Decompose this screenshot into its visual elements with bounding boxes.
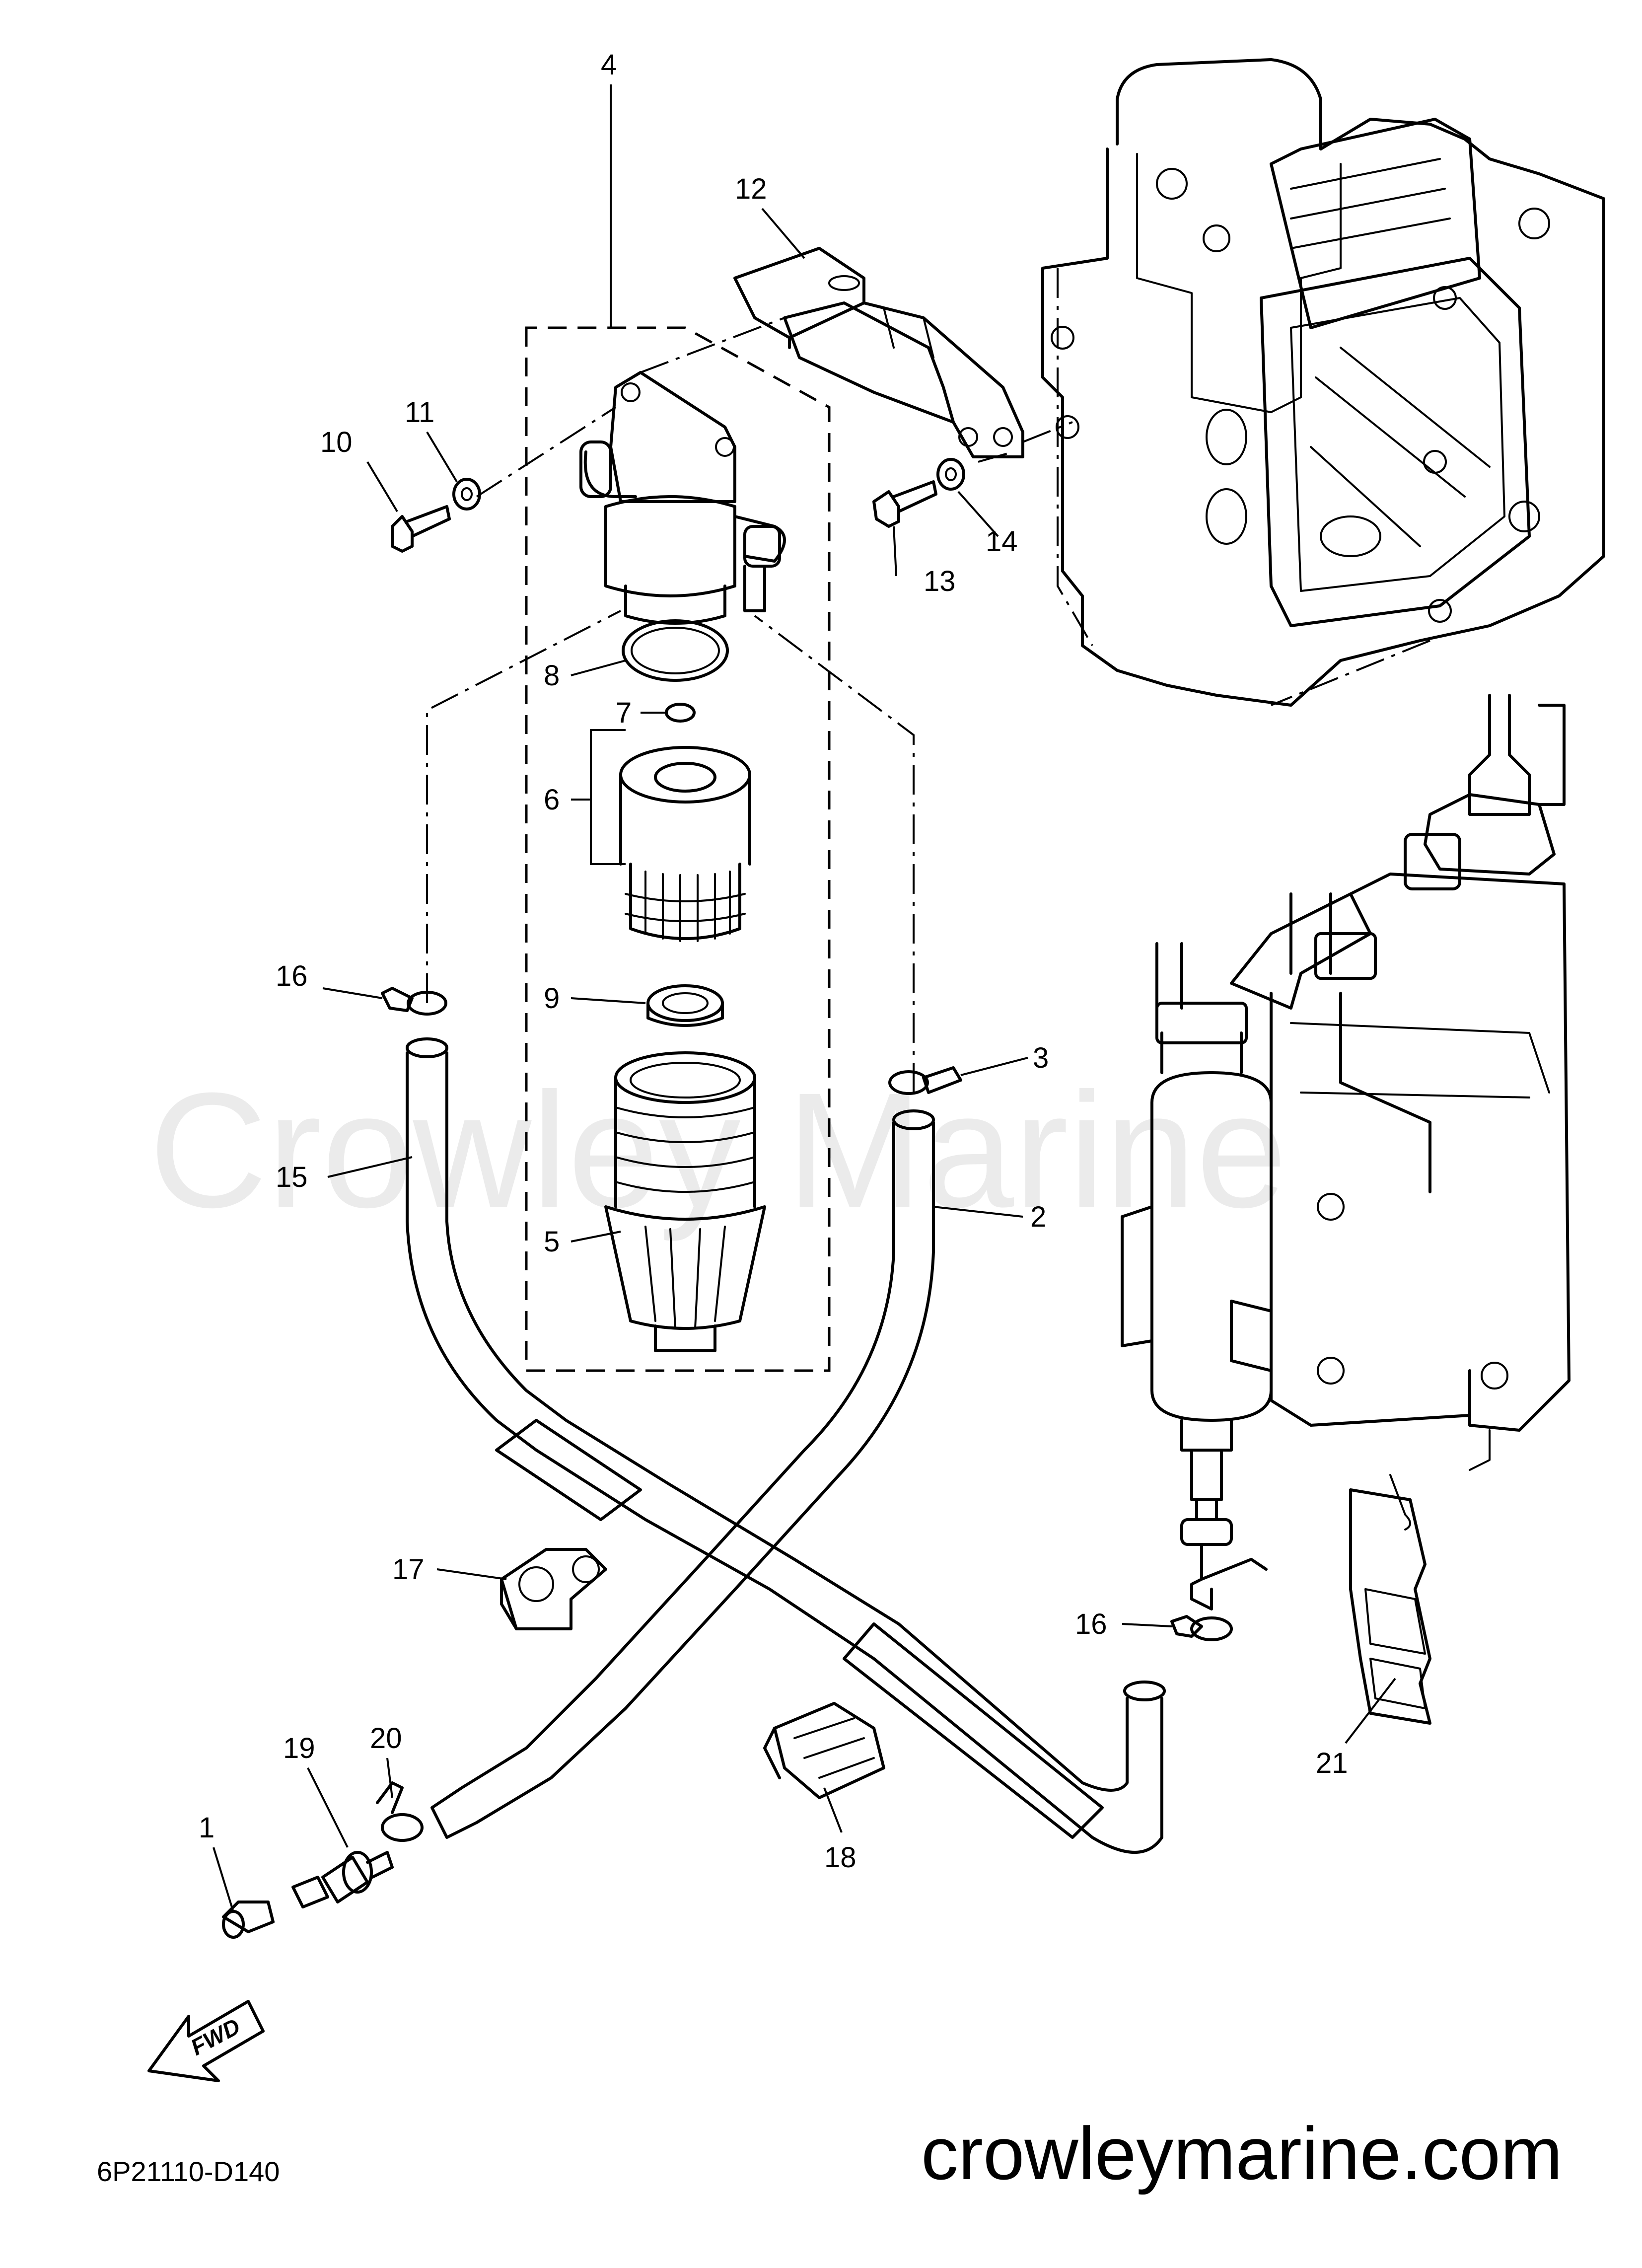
part-15-hose bbox=[406, 1037, 1166, 1854]
connection-line-bracket bbox=[640, 317, 785, 373]
drawing-code: 6P21110-D140 bbox=[97, 2156, 280, 2187]
part-3-clip bbox=[888, 1066, 962, 1095]
watermark-text: Crowley Marine bbox=[149, 1058, 1287, 1243]
callout-14: 14 bbox=[986, 525, 1018, 558]
part-16-clip-upper bbox=[381, 987, 447, 1016]
callout-15: 15 bbox=[276, 1161, 308, 1193]
connection-line-left bbox=[426, 610, 621, 1003]
callout-19: 19 bbox=[283, 1732, 315, 1764]
part-4-filter-head bbox=[579, 371, 786, 625]
callout-5: 5 bbox=[544, 1226, 560, 1258]
part-16-clip-lower bbox=[1170, 1615, 1233, 1641]
callout-16-lower: 16 bbox=[1075, 1608, 1107, 1640]
connection-line-bolt-10 bbox=[476, 406, 617, 498]
part-4-assembly-outline bbox=[525, 326, 831, 1372]
callout-10: 10 bbox=[320, 426, 353, 458]
callout-20: 20 bbox=[370, 1722, 402, 1755]
callout-18: 18 bbox=[824, 1841, 857, 1874]
part-7-small-o-ring bbox=[665, 703, 696, 723]
callout-13: 13 bbox=[924, 565, 956, 597]
callout-7: 7 bbox=[616, 697, 632, 729]
part-8-o-ring bbox=[622, 619, 729, 682]
part-11-washer bbox=[452, 478, 481, 511]
part-10-bolt bbox=[391, 505, 451, 553]
part-5-filter-cup bbox=[604, 1051, 766, 1352]
fwd-arrow-icon: FWD bbox=[147, 2000, 265, 2082]
callout-17: 17 bbox=[392, 1553, 425, 1586]
callout-21: 21 bbox=[1316, 1747, 1348, 1779]
part-2-hose bbox=[430, 1109, 935, 1839]
part-21-label-tag bbox=[1349, 1474, 1431, 1725]
engine-block-upper bbox=[1041, 58, 1605, 707]
callout-4: 4 bbox=[601, 49, 617, 81]
part-6-filter-element bbox=[619, 746, 751, 942]
part-19-joint bbox=[291, 1851, 394, 1908]
website-url: crowleymarine.com bbox=[921, 2112, 1563, 2195]
part-1-plug bbox=[222, 1901, 275, 1939]
part-9-seal-ring bbox=[646, 984, 724, 1022]
part-18-hose-clamp bbox=[763, 1702, 885, 1799]
callout-12: 12 bbox=[735, 173, 767, 205]
callout-3: 3 bbox=[1033, 1042, 1049, 1074]
part-13-bolt bbox=[872, 480, 937, 528]
callout-11: 11 bbox=[405, 396, 434, 429]
fuel-pump-assembly bbox=[1121, 694, 1571, 1610]
callout-6: 6 bbox=[544, 784, 560, 816]
part-14-washer bbox=[936, 458, 965, 491]
callout-16-upper: 16 bbox=[276, 960, 308, 992]
part-17-hose-clamp bbox=[500, 1548, 607, 1630]
callout-8: 8 bbox=[544, 659, 560, 692]
part-20-clip bbox=[376, 1781, 424, 1842]
callout-1: 1 bbox=[199, 1812, 214, 1844]
connection-line-engine bbox=[1022, 421, 1073, 443]
connection-line-bolt-13 bbox=[978, 451, 1013, 463]
callout-2: 2 bbox=[1030, 1201, 1046, 1233]
callout-9: 9 bbox=[544, 982, 560, 1015]
connection-line-right bbox=[754, 615, 915, 1093]
part-12-bracket bbox=[733, 247, 1024, 458]
